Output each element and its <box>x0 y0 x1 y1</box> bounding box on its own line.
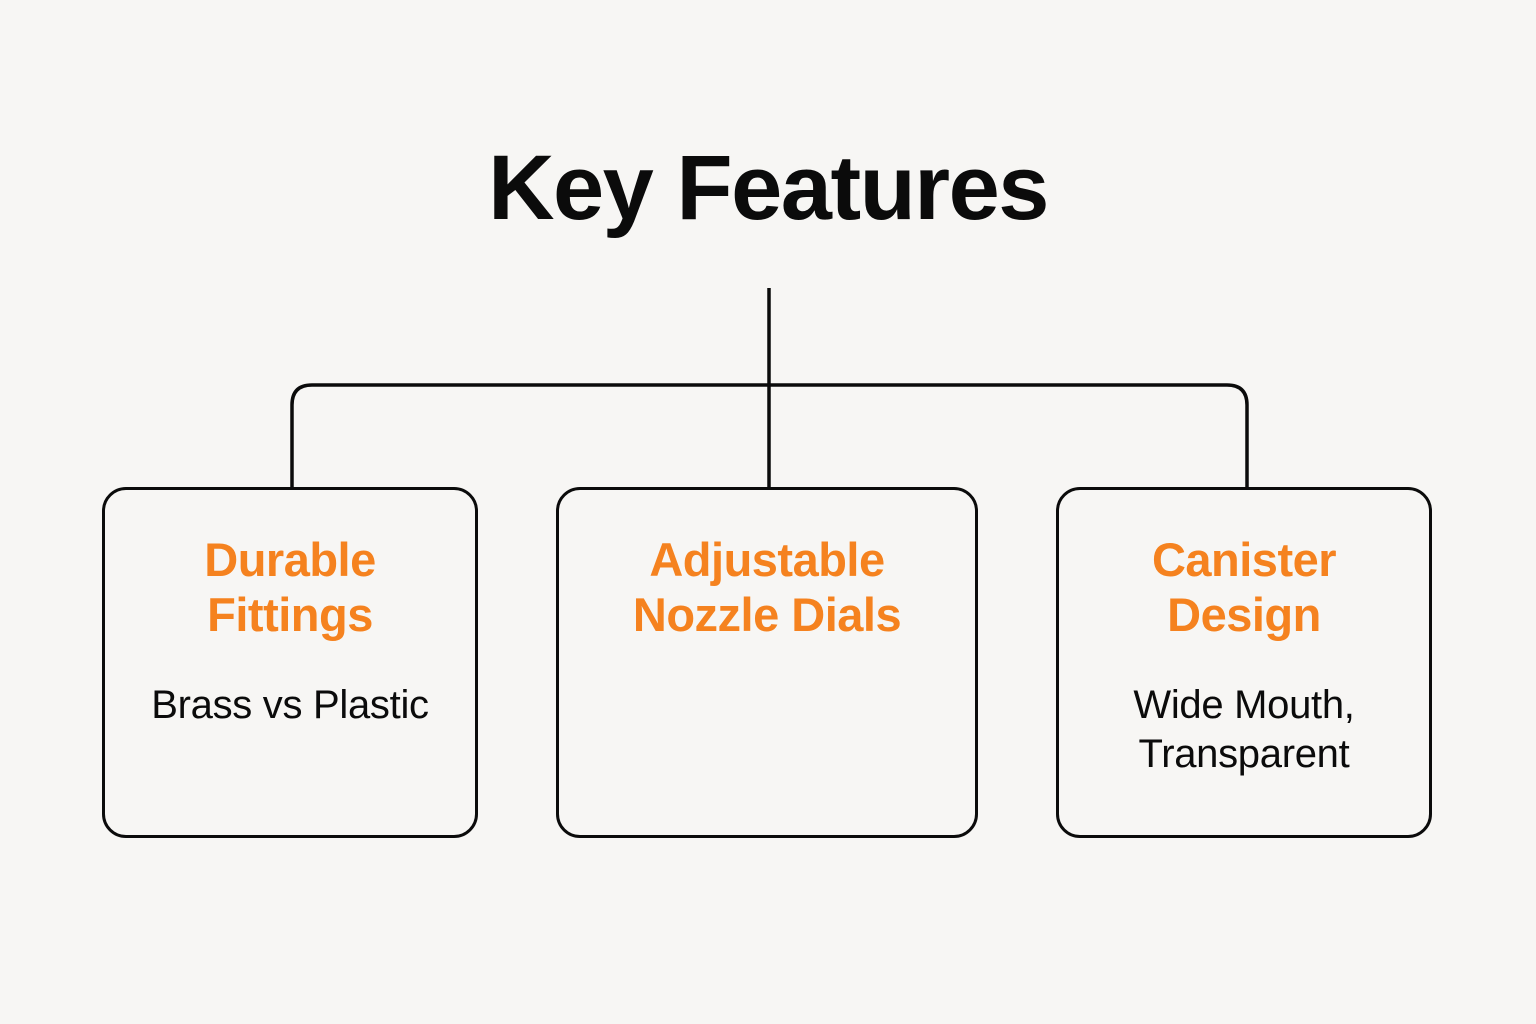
feature-card-durable-fittings[interactable]: Durable Fittings Brass vs Plastic <box>102 487 478 838</box>
card-title: Canister Design <box>1151 533 1337 642</box>
card-subtitle: Wide Mouth, Transparent <box>1133 682 1355 776</box>
connector-branch-right <box>769 383 1249 487</box>
card-title: Adjustable Nozzle Dials <box>632 533 902 642</box>
feature-card-canister-design[interactable]: Canister Design Wide Mouth, Transparent <box>1056 487 1432 838</box>
card-title: Durable Fittings <box>204 533 376 642</box>
page-title: Key Features <box>488 137 1049 239</box>
connector-branch-left <box>290 383 769 487</box>
card-subtitle: Brass vs Plastic <box>151 682 429 727</box>
feature-card-adjustable-nozzle-dials[interactable]: Adjustable Nozzle Dials <box>556 487 978 838</box>
